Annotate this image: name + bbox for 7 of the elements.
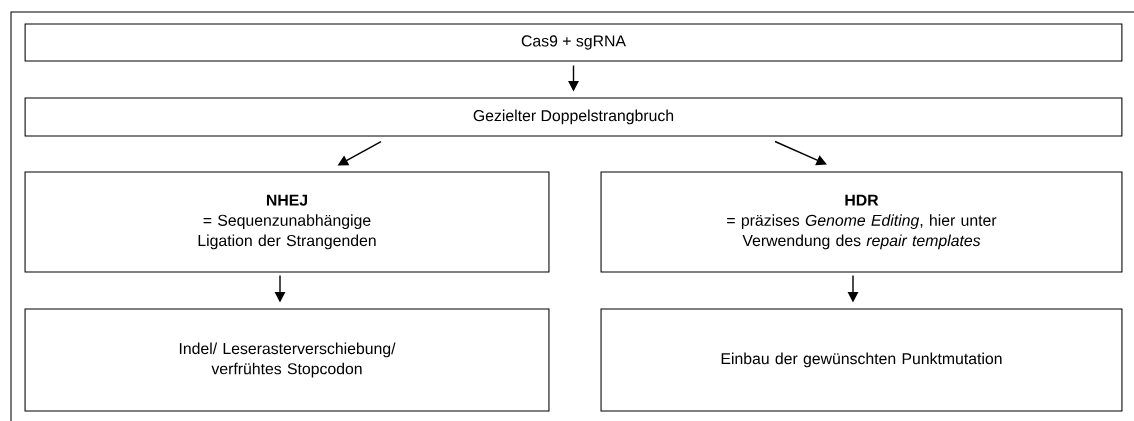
process-box: NHEJ = Sequenzunabhängige Ligation der Strangenden [24,171,550,273]
process-box: Einbau der gewünschten Punktmutation [600,308,1123,412]
process-box: Gezielter Doppelstrangbruch [24,97,1123,137]
process-box: HDR = präzises Genome Editing, hier unter Verwendung des repair templates [600,171,1123,273]
process-box: Indel/ Leserasterverschiebung/ verfrühtes Stopcodon [24,308,550,412]
process-box: Cas9 + sgRNA [24,23,1123,62]
arrow [774,140,827,166]
